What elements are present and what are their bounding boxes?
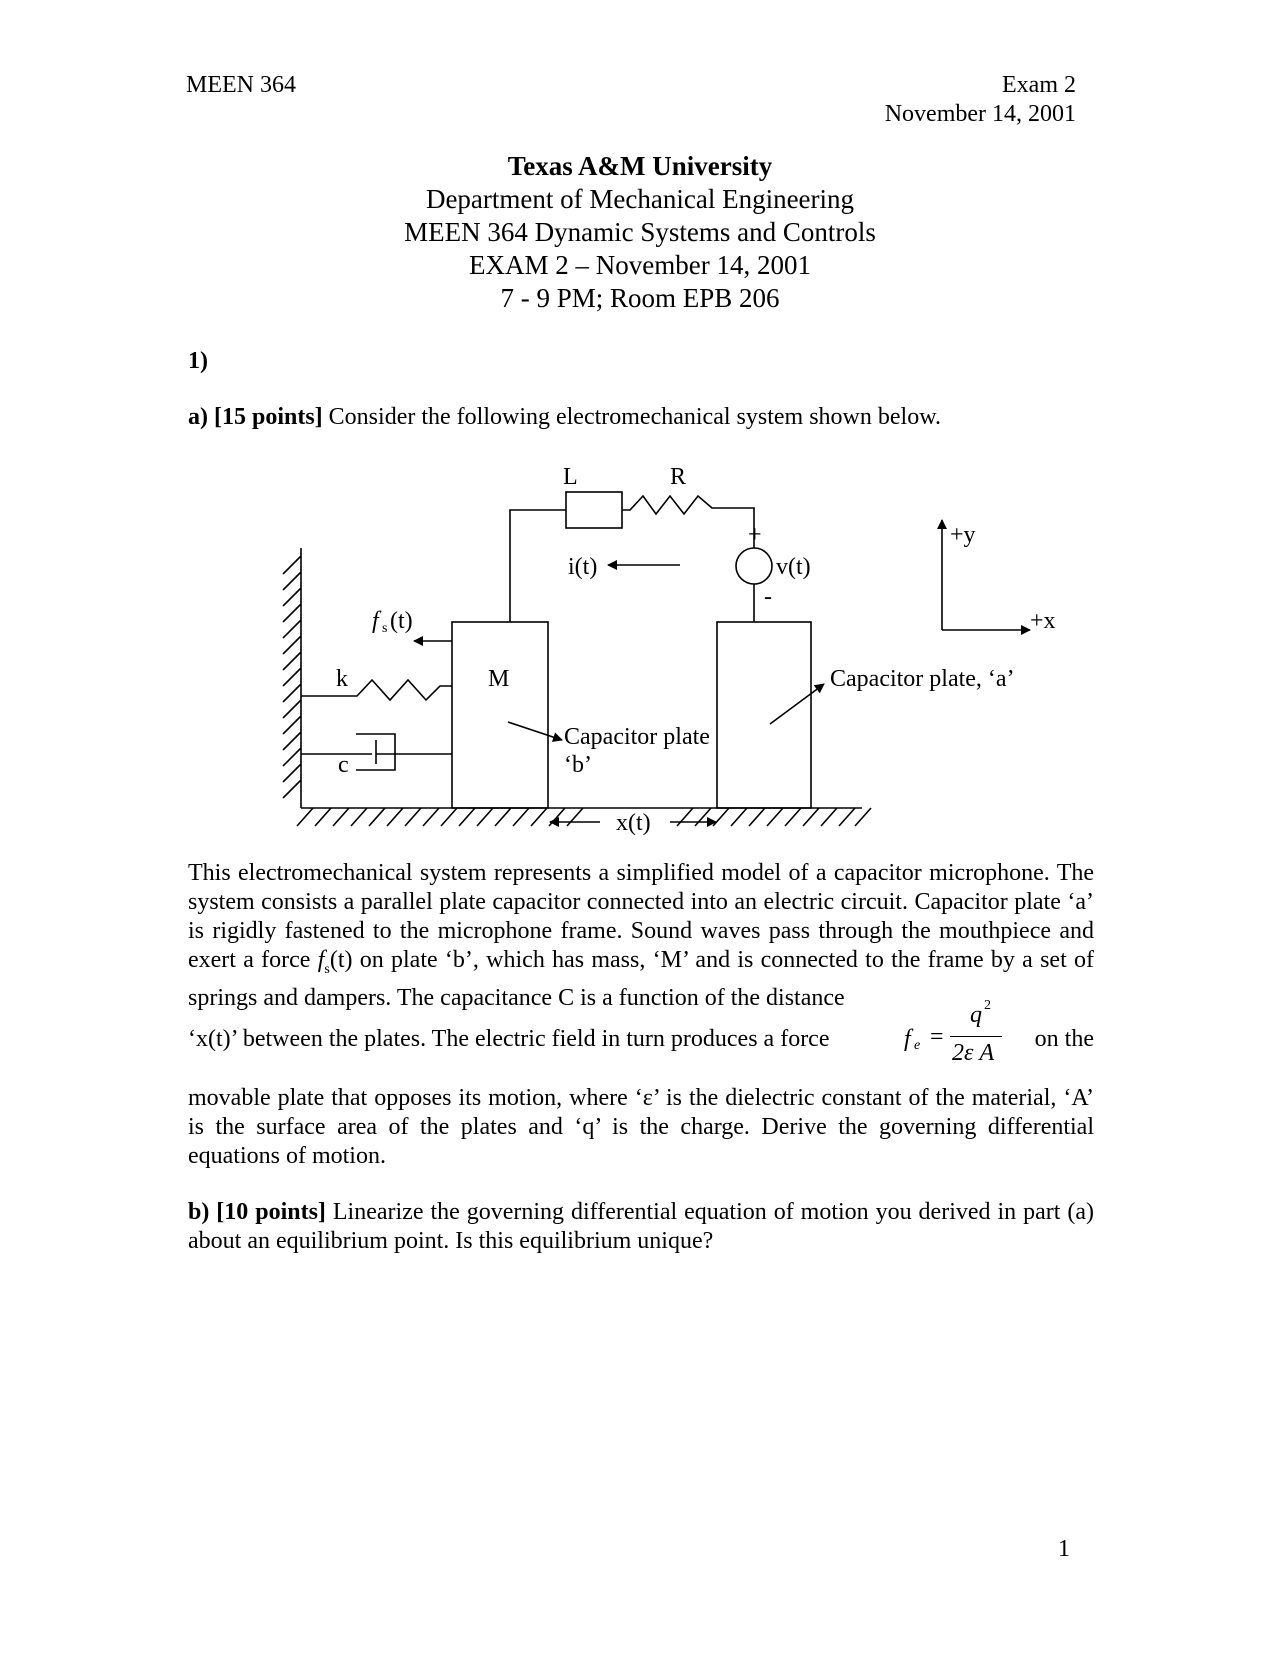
mass-block: [451, 621, 549, 809]
force-equation: f e = q 2 2ε A: [904, 998, 1024, 1066]
wall-hatch: [282, 555, 302, 799]
exam-line: EXAM 2 – November 14, 2001: [469, 250, 811, 280]
part-a-text: Consider the following electromechanical…: [322, 404, 941, 430]
body-line-equation-right: on the: [1034, 1026, 1094, 1052]
eq-fraction-bar: [950, 1036, 1002, 1037]
eq-f: f: [904, 1026, 911, 1052]
label-x: +x: [1030, 608, 1056, 634]
eq-numerator-sup: 2: [984, 998, 991, 1013]
eq-equals: =: [930, 1024, 944, 1050]
question-number: 1): [188, 348, 208, 374]
course-code: MEEN 364: [186, 72, 296, 98]
department-name: Department of Mechanical Engineering: [425, 184, 855, 214]
label-plate-a: Capacitor plate, ‘a’: [830, 666, 1015, 692]
voltage-source: [735, 547, 773, 585]
label-k: k: [336, 666, 348, 692]
label-fs: f: [372, 608, 382, 634]
body-fs: f: [317, 947, 325, 973]
page-number: 1: [1058, 1536, 1070, 1562]
label-fs-sub: s: [382, 621, 387, 636]
label-xt: x(t): [616, 810, 651, 836]
eq-denominator: 2ε A: [952, 1040, 995, 1066]
label-fs-tail: (t): [390, 608, 413, 634]
label-minus: -: [764, 584, 772, 610]
damper-c: [356, 733, 396, 771]
part-a-prompt: a) [15 points] Consider the following el…: [188, 404, 941, 431]
plate-a-pointer: [769, 683, 825, 725]
course-title: MEEN 364 Dynamic Systems and Controls: [404, 217, 876, 247]
part-b-prompt: b) [10 points] Linearize the governing d…: [188, 1198, 1094, 1256]
label-plate-b-line2: ‘b’: [564, 752, 592, 778]
ground-hatch: [296, 807, 872, 827]
time-room: 7 - 9 PM; Room EPB 206: [500, 283, 780, 313]
label-c: c: [338, 752, 349, 778]
plate-a-block: [716, 621, 812, 809]
label-R: R: [670, 464, 686, 490]
title-block: Texas A&M University Department of Mecha…: [0, 150, 1280, 315]
label-current: i(t): [568, 554, 597, 580]
eq-numerator: q: [970, 1002, 982, 1028]
body-fs-sub: s: [324, 961, 330, 977]
label-voltage: v(t): [776, 554, 811, 580]
body-line-equation-left: ‘x(t)’ between the plates. The electric …: [188, 1026, 830, 1052]
label-mass: M: [488, 666, 509, 692]
body-p1-rest: (t) on plate ‘b’, which has mass, ‘M’ an…: [188, 947, 1094, 1011]
electromechanical-diagram: L R + - i(t) v(t) +y +x f s (t) k c M Ca…: [282, 464, 1056, 836]
university-name: Texas A&M University: [507, 151, 773, 181]
resistor-R: [622, 494, 755, 548]
exam-date: November 14, 2001: [884, 101, 1076, 127]
part-b-label: b) [10 points]: [188, 1199, 326, 1225]
inductor-L: [565, 491, 623, 529]
part-a-label: a) [15 points]: [188, 404, 323, 430]
wire-left: [509, 509, 566, 622]
spring-k: [301, 678, 452, 702]
label-plate-b-line1: Capacitor plate: [564, 724, 710, 750]
eq-f-sub: e: [914, 1038, 921, 1053]
label-plus: +: [748, 522, 762, 548]
exam-label: Exam 2: [1002, 72, 1076, 98]
body-paragraph-1: This electromechanical system represents…: [188, 859, 1094, 1013]
label-L: L: [563, 464, 578, 490]
body-paragraph-2: movable plate that opposes its motion, w…: [188, 1085, 1094, 1169]
body-p1-text: This electromechanical system represents…: [188, 860, 1094, 973]
label-y: +y: [950, 522, 976, 548]
plate-b-pointer: [507, 721, 563, 742]
part-b-text: Linearize the governing differential equ…: [188, 1199, 1094, 1254]
